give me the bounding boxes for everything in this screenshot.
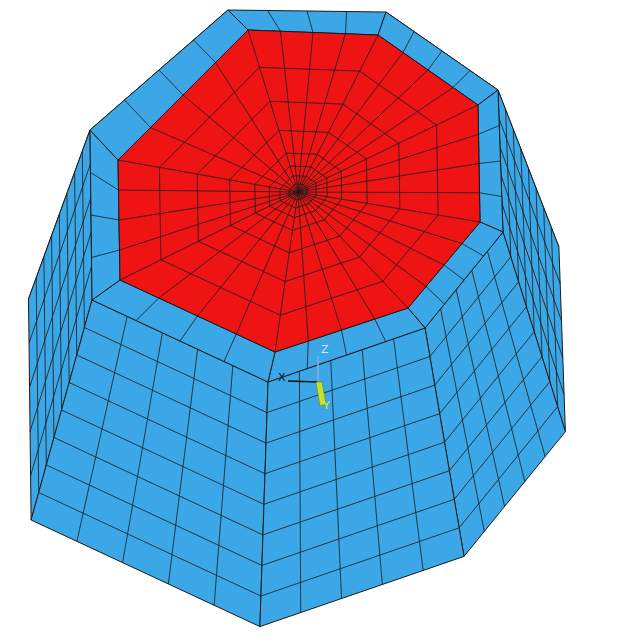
mesh-line (62, 410, 264, 504)
mesh-line (198, 192, 299, 316)
mesh-line (92, 250, 120, 258)
mesh-line (459, 407, 557, 528)
mesh-line (216, 63, 299, 193)
mesh-line (307, 11, 313, 33)
mesh-line (479, 161, 501, 164)
mesh-group (29, 10, 566, 627)
axis-label: Y (323, 400, 330, 411)
mesh-line (118, 160, 298, 192)
mesh-line (159, 192, 298, 298)
mesh-line (298, 192, 480, 222)
mesh-line (263, 471, 449, 535)
mesh-line (298, 192, 308, 341)
mesh-line (281, 31, 299, 192)
mesh-line (426, 287, 445, 305)
mesh-line (298, 192, 408, 308)
mesh-line (44, 257, 46, 465)
mesh-line (266, 385, 435, 443)
mesh-line (445, 332, 535, 442)
mesh-line (346, 12, 347, 34)
mesh-line (444, 265, 464, 280)
mesh-line (54, 438, 263, 535)
mesh-line (298, 70, 428, 192)
mesh-line (506, 110, 511, 257)
mesh-line (59, 215, 61, 411)
mesh-line (440, 307, 527, 414)
mesh-line (46, 465, 262, 565)
mesh-line (136, 298, 159, 321)
mesh-line (479, 126, 500, 135)
mesh-line (521, 149, 527, 307)
mesh-line (298, 192, 480, 194)
mesh-line (298, 192, 426, 287)
mesh-line (298, 105, 478, 192)
mesh-line (262, 499, 454, 565)
mesh-line (119, 190, 299, 192)
mesh-line (544, 208, 550, 382)
mesh-line (248, 30, 298, 192)
top-face (118, 30, 480, 352)
mesh-line (528, 169, 534, 332)
mesh-line (67, 193, 69, 382)
mesh-line (298, 192, 342, 330)
mesh-line (268, 11, 281, 32)
mesh-line (298, 53, 403, 193)
mesh-line (39, 493, 261, 597)
mesh-face (478, 90, 503, 232)
axis-triad (288, 356, 326, 406)
mesh-line (454, 382, 550, 500)
mesh-line (298, 164, 479, 193)
mesh-line (265, 414, 440, 474)
mesh-line (91, 215, 119, 220)
top-fill (118, 30, 480, 352)
mesh-line (462, 244, 484, 257)
axis-label: X (278, 372, 286, 383)
mesh-line (52, 236, 54, 438)
mesh-line (536, 188, 542, 357)
mesh-line (69, 383, 265, 474)
mesh-line (513, 129, 518, 282)
mesh-line (449, 357, 542, 471)
mesh-line (453, 71, 470, 88)
mesh-line (480, 193, 502, 197)
mesh-line (342, 330, 347, 355)
mesh-line (125, 100, 151, 128)
mesh-line (91, 173, 119, 191)
mesh-line (82, 151, 84, 327)
axis-label: Z (321, 344, 329, 355)
mesh-line (119, 192, 298, 220)
mesh-line (75, 172, 77, 355)
x-axis (288, 381, 318, 382)
mesh-line (159, 70, 183, 95)
mesh-line (375, 319, 386, 342)
mesh-line (120, 192, 299, 250)
mesh-line (180, 316, 198, 341)
mesh-line (264, 442, 445, 504)
mesh-line (224, 334, 236, 362)
mesh-line (261, 528, 459, 596)
mesh-line (298, 134, 479, 192)
mesh-line (403, 32, 414, 53)
mesh-line (298, 35, 378, 192)
mesh-line (298, 192, 375, 319)
mesh-line (236, 192, 298, 334)
mesh-line (194, 40, 216, 63)
mesh-line (298, 88, 453, 193)
mesh-line (428, 51, 442, 70)
mesh-line (551, 227, 557, 406)
mesh-line (120, 192, 298, 280)
mesh-line (307, 341, 308, 369)
z-axis (317, 356, 319, 382)
mesh-line (151, 128, 299, 193)
rim-face (478, 90, 503, 232)
mesh-line (183, 95, 298, 192)
mesh-line (36, 278, 39, 493)
